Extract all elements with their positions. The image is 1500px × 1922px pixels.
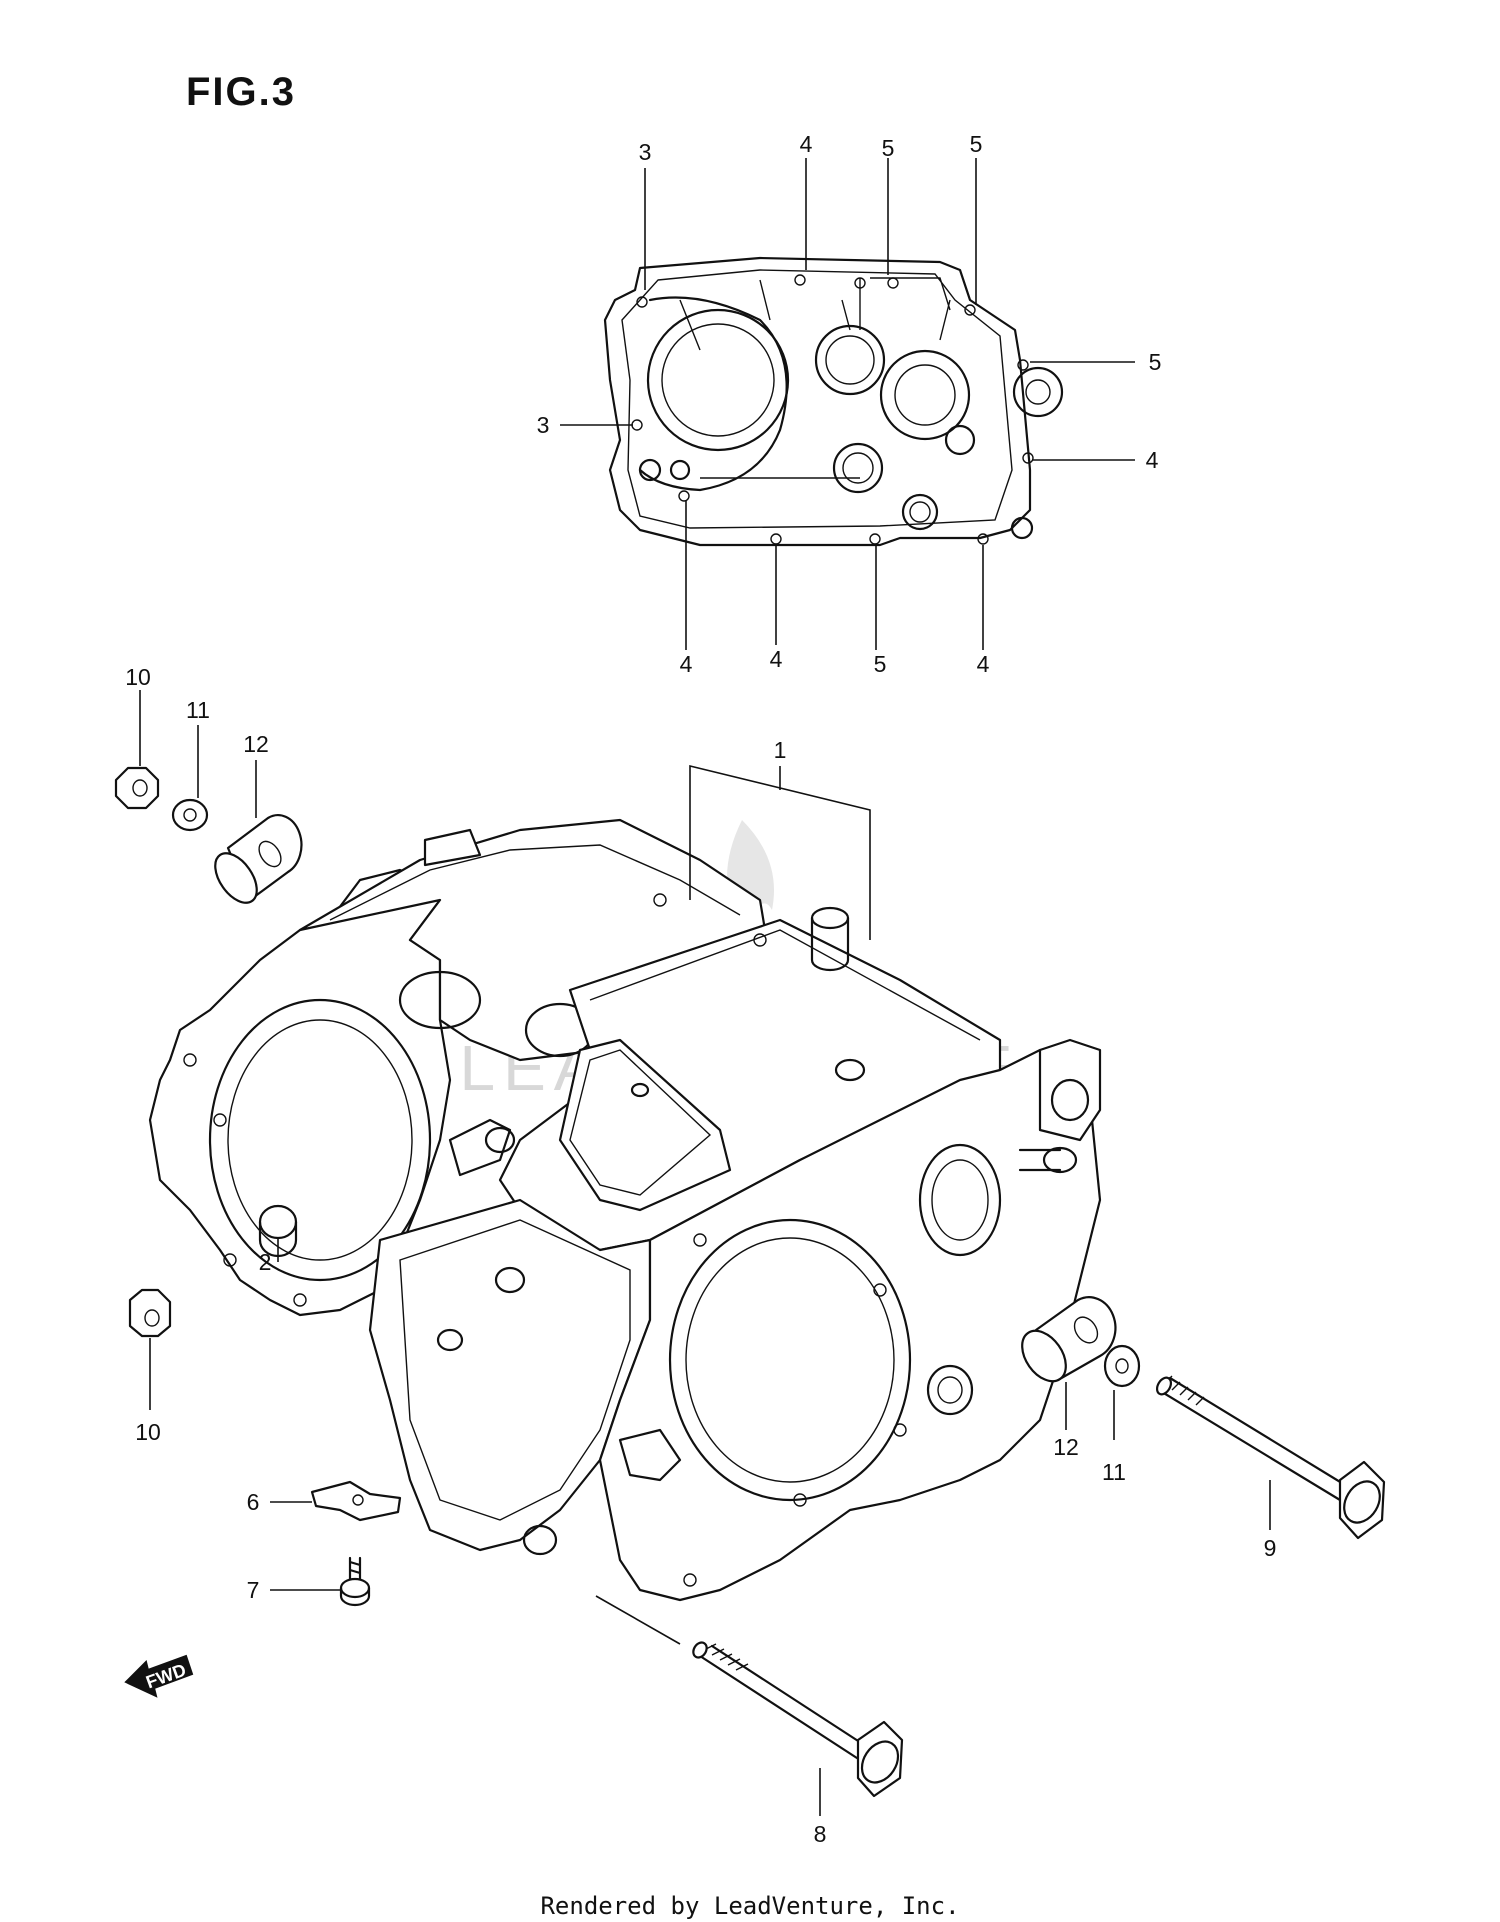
part-12-collar-upper bbox=[214, 814, 303, 904]
part-7-screw bbox=[339, 1556, 371, 1607]
part-12-collar-lower bbox=[1021, 1296, 1117, 1383]
callout-4: 4 bbox=[770, 646, 783, 672]
part-8-bolt bbox=[692, 1641, 904, 1798]
callout-5: 5 bbox=[882, 135, 895, 161]
footer-credit: Rendered by LeadVenture, Inc. bbox=[540, 1892, 960, 1920]
callout-4: 4 bbox=[800, 131, 813, 157]
callout-3: 3 bbox=[537, 412, 550, 438]
callout-5: 5 bbox=[1149, 349, 1162, 375]
callout-4: 4 bbox=[1146, 447, 1159, 473]
callout-8: 8 bbox=[814, 1821, 827, 1847]
part-11-washer-lower bbox=[1103, 1344, 1141, 1388]
callout-12: 12 bbox=[243, 731, 269, 757]
callout-10: 10 bbox=[135, 1419, 161, 1445]
callout-6: 6 bbox=[247, 1489, 260, 1515]
callout-9: 9 bbox=[1264, 1535, 1277, 1561]
callout-12: 12 bbox=[1053, 1434, 1079, 1460]
part-6-plate bbox=[310, 1480, 402, 1522]
part-9-bolt bbox=[1155, 1375, 1386, 1540]
callout-11: 11 bbox=[1102, 1459, 1126, 1485]
callout-4: 4 bbox=[680, 651, 693, 677]
fwd-arrow-icon: FWD bbox=[124, 1654, 194, 1698]
crankcase-exploded-diagram: LEADVENTURE bbox=[114, 131, 1386, 1847]
callout-5: 5 bbox=[970, 131, 983, 157]
callout-7: 7 bbox=[247, 1577, 260, 1603]
callout-1: 1 bbox=[774, 737, 787, 763]
callout-11: 11 bbox=[186, 697, 210, 723]
part-10-nut-lower bbox=[128, 1288, 172, 1338]
figure-title: FIG.3 bbox=[186, 70, 297, 114]
crankcase-assembly bbox=[148, 818, 1102, 1602]
part-10-nut-upper bbox=[114, 766, 160, 810]
callout-4: 4 bbox=[977, 651, 990, 677]
callout-10: 10 bbox=[125, 664, 151, 690]
crankcase-half-upper-view bbox=[603, 256, 1064, 547]
callout-5: 5 bbox=[874, 651, 887, 677]
upper-leader-lines bbox=[560, 158, 1135, 650]
fwd-label: FWD bbox=[143, 1660, 188, 1693]
callout-3: 3 bbox=[639, 139, 652, 165]
callout-1-leader bbox=[689, 764, 871, 940]
part-11-washer-upper bbox=[171, 798, 209, 832]
bolt-8-axis-line bbox=[595, 1595, 681, 1645]
callout-2: 2 bbox=[259, 1249, 272, 1275]
